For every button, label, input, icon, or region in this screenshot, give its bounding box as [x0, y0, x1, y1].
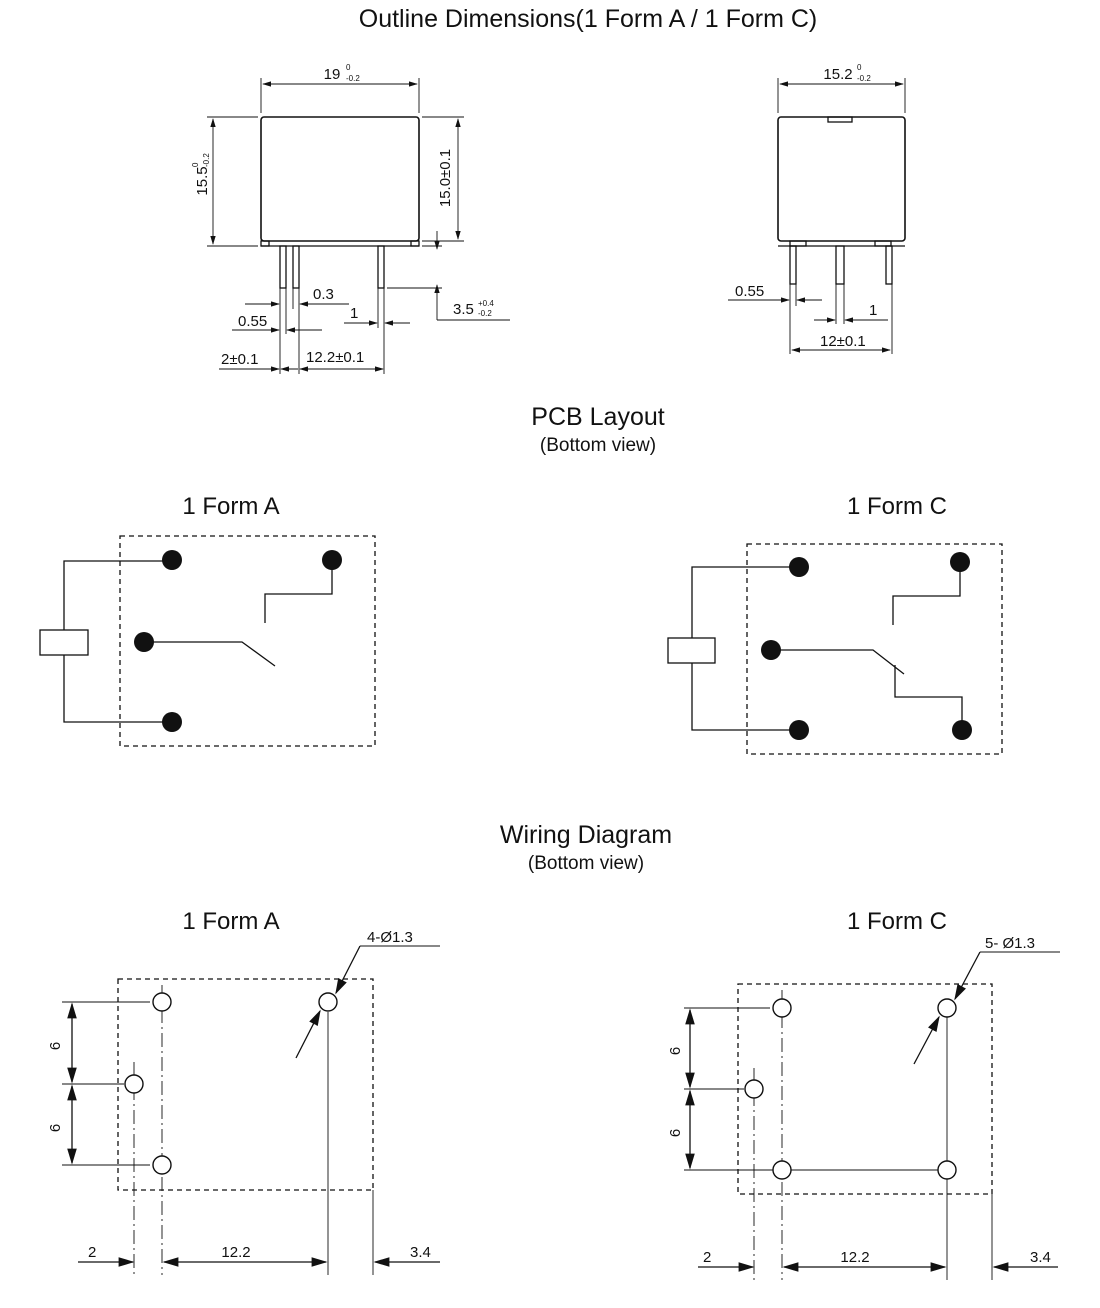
hole-callout-leader [913, 1015, 940, 1065]
dim-width-c-tol-lower: -0.2 [857, 74, 871, 83]
dim-width-c-tol-upper: 0 [857, 63, 862, 72]
relay-body-side [777, 116, 906, 242]
dim-pin-pitch-a: 1 [350, 305, 358, 322]
pcb-form-a-label: 1 Form A [182, 493, 279, 520]
dim-pin-pitch-c: 1 [869, 302, 877, 319]
dim-pitch-2-a: 6 [47, 1124, 64, 1132]
wiring-form-c-label: 1 Form C [847, 908, 947, 935]
dim-width-a: 19 [324, 66, 341, 83]
dim-pitch-1-a: 6 [47, 1042, 64, 1050]
dim-pin-length-a: 3.5 [453, 301, 474, 318]
dim-right-a: 3.4 [410, 1244, 431, 1261]
relay-pin [835, 245, 845, 285]
contact-no-wire [892, 562, 961, 625]
dim-pin-thickness-a: 0.3 [313, 286, 334, 303]
pin-dot [789, 557, 809, 577]
dim-height-a-tol-upper: 0 [191, 162, 200, 167]
dim-height-a: 15.5 [194, 166, 211, 195]
mounting-hole [937, 998, 957, 1018]
pin-dot [950, 552, 970, 572]
mounting-hole [124, 1074, 144, 1094]
outline-form-a: 19 0 -0.2 15.5 0 -0.2 15.0±0.1 3.5 +0.4 … [191, 63, 510, 374]
pcb-outline-dashed [119, 535, 376, 747]
pin-dot [134, 632, 154, 652]
coil-symbol [39, 629, 89, 656]
contact-common-wire [771, 649, 905, 675]
dim-pin-width-a: 0.55 [238, 313, 267, 330]
wiring-title: Wiring Diagram [500, 821, 672, 849]
dim-edge-c: 2 [703, 1249, 711, 1266]
contact-no-wire [264, 560, 333, 623]
mounting-hole [152, 992, 172, 1012]
dim-height-a-tol-lower: -0.2 [202, 153, 211, 167]
wiring-outline-dashed [117, 978, 374, 1191]
pin-dot [789, 720, 809, 740]
dim-pitch-1-c: 6 [667, 1047, 684, 1055]
dim-width-a-tol-lower: -0.2 [346, 74, 360, 83]
hole-callout-leader [954, 951, 981, 1001]
contact-nc-wire [894, 665, 963, 730]
relay-pin [885, 245, 893, 285]
hole-callout-c: 5- Ø1.3 [985, 935, 1035, 952]
dim-pin-span-c: 12±0.1 [820, 333, 866, 350]
pin-dot [761, 640, 781, 660]
relay-body-front [260, 116, 420, 242]
dim-pitch-2-c: 6 [667, 1129, 684, 1137]
dim-pin-width-c: 0.55 [735, 283, 764, 300]
dim-pin-length-a-tol-lower: -0.2 [478, 309, 492, 318]
mounting-hole [152, 1155, 172, 1175]
hole-callout-a: 4-Ø1.3 [367, 929, 413, 946]
dim-edge-offset-a: 2±0.1 [221, 351, 258, 368]
pcb-outline-dashed [746, 543, 1003, 755]
pcb-layout-form-c: 1 Form C [667, 493, 1003, 755]
pcb-title: PCB Layout [531, 403, 664, 431]
pin-dot [162, 550, 182, 570]
coil-wire-top [691, 566, 799, 638]
mounting-hole [772, 998, 792, 1018]
hole-callout-leader [295, 1009, 321, 1059]
relay-pin [789, 245, 797, 285]
hole-callout-leader [335, 945, 361, 995]
coil-wire-top [63, 560, 172, 630]
mounting-hole [772, 1160, 792, 1180]
dim-pin-length-a-tol-upper: +0.4 [478, 299, 494, 308]
coil-symbol [667, 637, 716, 664]
relay-pin [292, 245, 300, 289]
pin-dot [322, 550, 342, 570]
coil-wire-bottom [691, 663, 799, 731]
pcb-subtitle: (Bottom view) [540, 435, 656, 456]
relay-pin [279, 245, 287, 289]
pcb-form-c-label: 1 Form C [847, 493, 947, 520]
mounting-hole [744, 1079, 764, 1099]
wiring-form-a: 1 Form A 6 6 4-Ø1.3 2 12.2 3.4 [47, 908, 440, 1275]
dim-pin-span-a: 12.2±0.1 [306, 349, 364, 366]
wiring-form-a-label: 1 Form A [182, 908, 279, 935]
outline-title: Outline Dimensions(1 Form A / 1 Form C) [359, 5, 817, 33]
dim-width-a-tol-upper: 0 [346, 63, 351, 72]
pin-dot [952, 720, 972, 740]
pin-dot [162, 712, 182, 732]
mounting-hole [937, 1160, 957, 1180]
wiring-form-c: 1 Form C 6 6 5- Ø1.3 2 12.2 3.4 [667, 908, 1060, 1280]
dim-body-height-a: 15.0±0.1 [437, 149, 454, 207]
wiring-subtitle: (Bottom view) [528, 853, 644, 874]
contact-common-wire [144, 641, 276, 667]
relay-pin [377, 245, 385, 289]
outline-form-c: 15.2 0 -0.2 0.55 1 12±0.1 [728, 63, 906, 354]
dim-width-c: 15.2 [823, 66, 852, 83]
dim-span-a: 12.2 [221, 1244, 250, 1261]
coil-wire-bottom [63, 655, 172, 723]
dim-span-c: 12.2 [840, 1249, 869, 1266]
mounting-hole [318, 992, 338, 1012]
pcb-layout-form-a: 1 Form A [39, 493, 376, 747]
dim-right-c: 3.4 [1030, 1249, 1051, 1266]
dim-edge-a: 2 [88, 1244, 96, 1261]
relay-top-notch [827, 116, 853, 123]
